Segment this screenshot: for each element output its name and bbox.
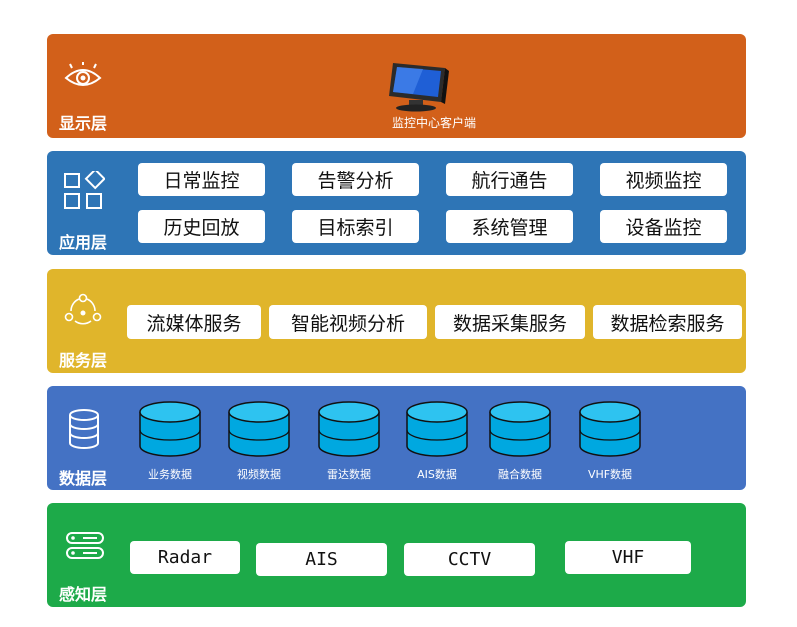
monitor-client-label: 监控中心客户端 <box>391 116 476 130</box>
service-layer-label: 服务层 <box>59 351 108 370</box>
db-label: 业务数据 <box>148 468 192 481</box>
data-layer: 数据层 业务数据 视频数据 雷达数据 AIS数据 <box>47 386 746 490</box>
service-streaming-media: 流媒体服务 <box>127 305 261 339</box>
service-data-retrieval: 数据检索服务 <box>593 305 742 339</box>
database-cylinder-icon <box>318 401 380 457</box>
db-radar-data: 雷达数据 <box>317 400 381 481</box>
display-layer-label: 显示层 <box>59 114 108 133</box>
perception-layer: 感知层 Radar AIS CCTV VHF <box>47 503 746 607</box>
server-rack-icon <box>66 532 104 559</box>
db-label: 雷达数据 <box>327 468 371 481</box>
db-ais-data: AIS数据 <box>405 400 469 481</box>
db-label: VHF数据 <box>587 468 633 481</box>
app-video-monitoring: 视频监控 <box>600 163 727 196</box>
database-cylinder-icon <box>139 401 201 457</box>
service-intelligent-video-analysis: 智能视频分析 <box>269 305 427 339</box>
sensor-ais: AIS <box>256 543 387 576</box>
data-layer-label: 数据层 <box>59 469 108 488</box>
database-cylinder-icon <box>579 401 641 457</box>
db-label: 视频数据 <box>237 468 281 481</box>
eye-icon <box>64 62 102 86</box>
display-layer: 显示层 监控中心客户端 <box>47 34 746 138</box>
application-layer-label: 应用层 <box>59 233 108 252</box>
app-navigation-notice: 航行通告 <box>446 163 573 196</box>
db-fusion-data: 融合数据 <box>488 400 552 481</box>
sensor-vhf: VHF <box>565 541 691 574</box>
db-vhf-data: VHF数据 <box>578 400 642 481</box>
database-cylinder-icon <box>228 401 290 457</box>
service-network-icon <box>64 293 102 325</box>
db-business-data: 业务数据 <box>138 400 202 481</box>
app-device-monitoring: 设备监控 <box>600 210 727 243</box>
app-system-management: 系统管理 <box>446 210 573 243</box>
app-daily-monitoring: 日常监控 <box>138 163 265 196</box>
monitor-client-icon <box>389 63 449 112</box>
app-alarm-analysis: 告警分析 <box>292 163 419 196</box>
perception-layer-label: 感知层 <box>59 585 108 604</box>
service-layer: 服务层 流媒体服务 智能视频分析 数据采集服务 数据检索服务 <box>47 269 746 373</box>
database-cylinder-icon <box>489 401 551 457</box>
application-layer: 应用层 日常监控 告警分析 航行通告 视频监控 历史回放 目标索引 系统管理 设… <box>47 151 746 255</box>
sensor-cctv: CCTV <box>404 543 535 576</box>
apps-grid-icon <box>64 171 105 209</box>
database-cylinder-icon <box>406 401 468 457</box>
db-video-data: 视频数据 <box>227 400 291 481</box>
db-label: AIS数据 <box>417 468 457 481</box>
app-target-index: 目标索引 <box>292 210 419 243</box>
sensor-radar: Radar <box>130 541 240 574</box>
service-data-collection: 数据采集服务 <box>435 305 585 339</box>
database-icon <box>69 409 99 449</box>
app-history-playback: 历史回放 <box>138 210 265 243</box>
db-label: 融合数据 <box>498 468 542 481</box>
